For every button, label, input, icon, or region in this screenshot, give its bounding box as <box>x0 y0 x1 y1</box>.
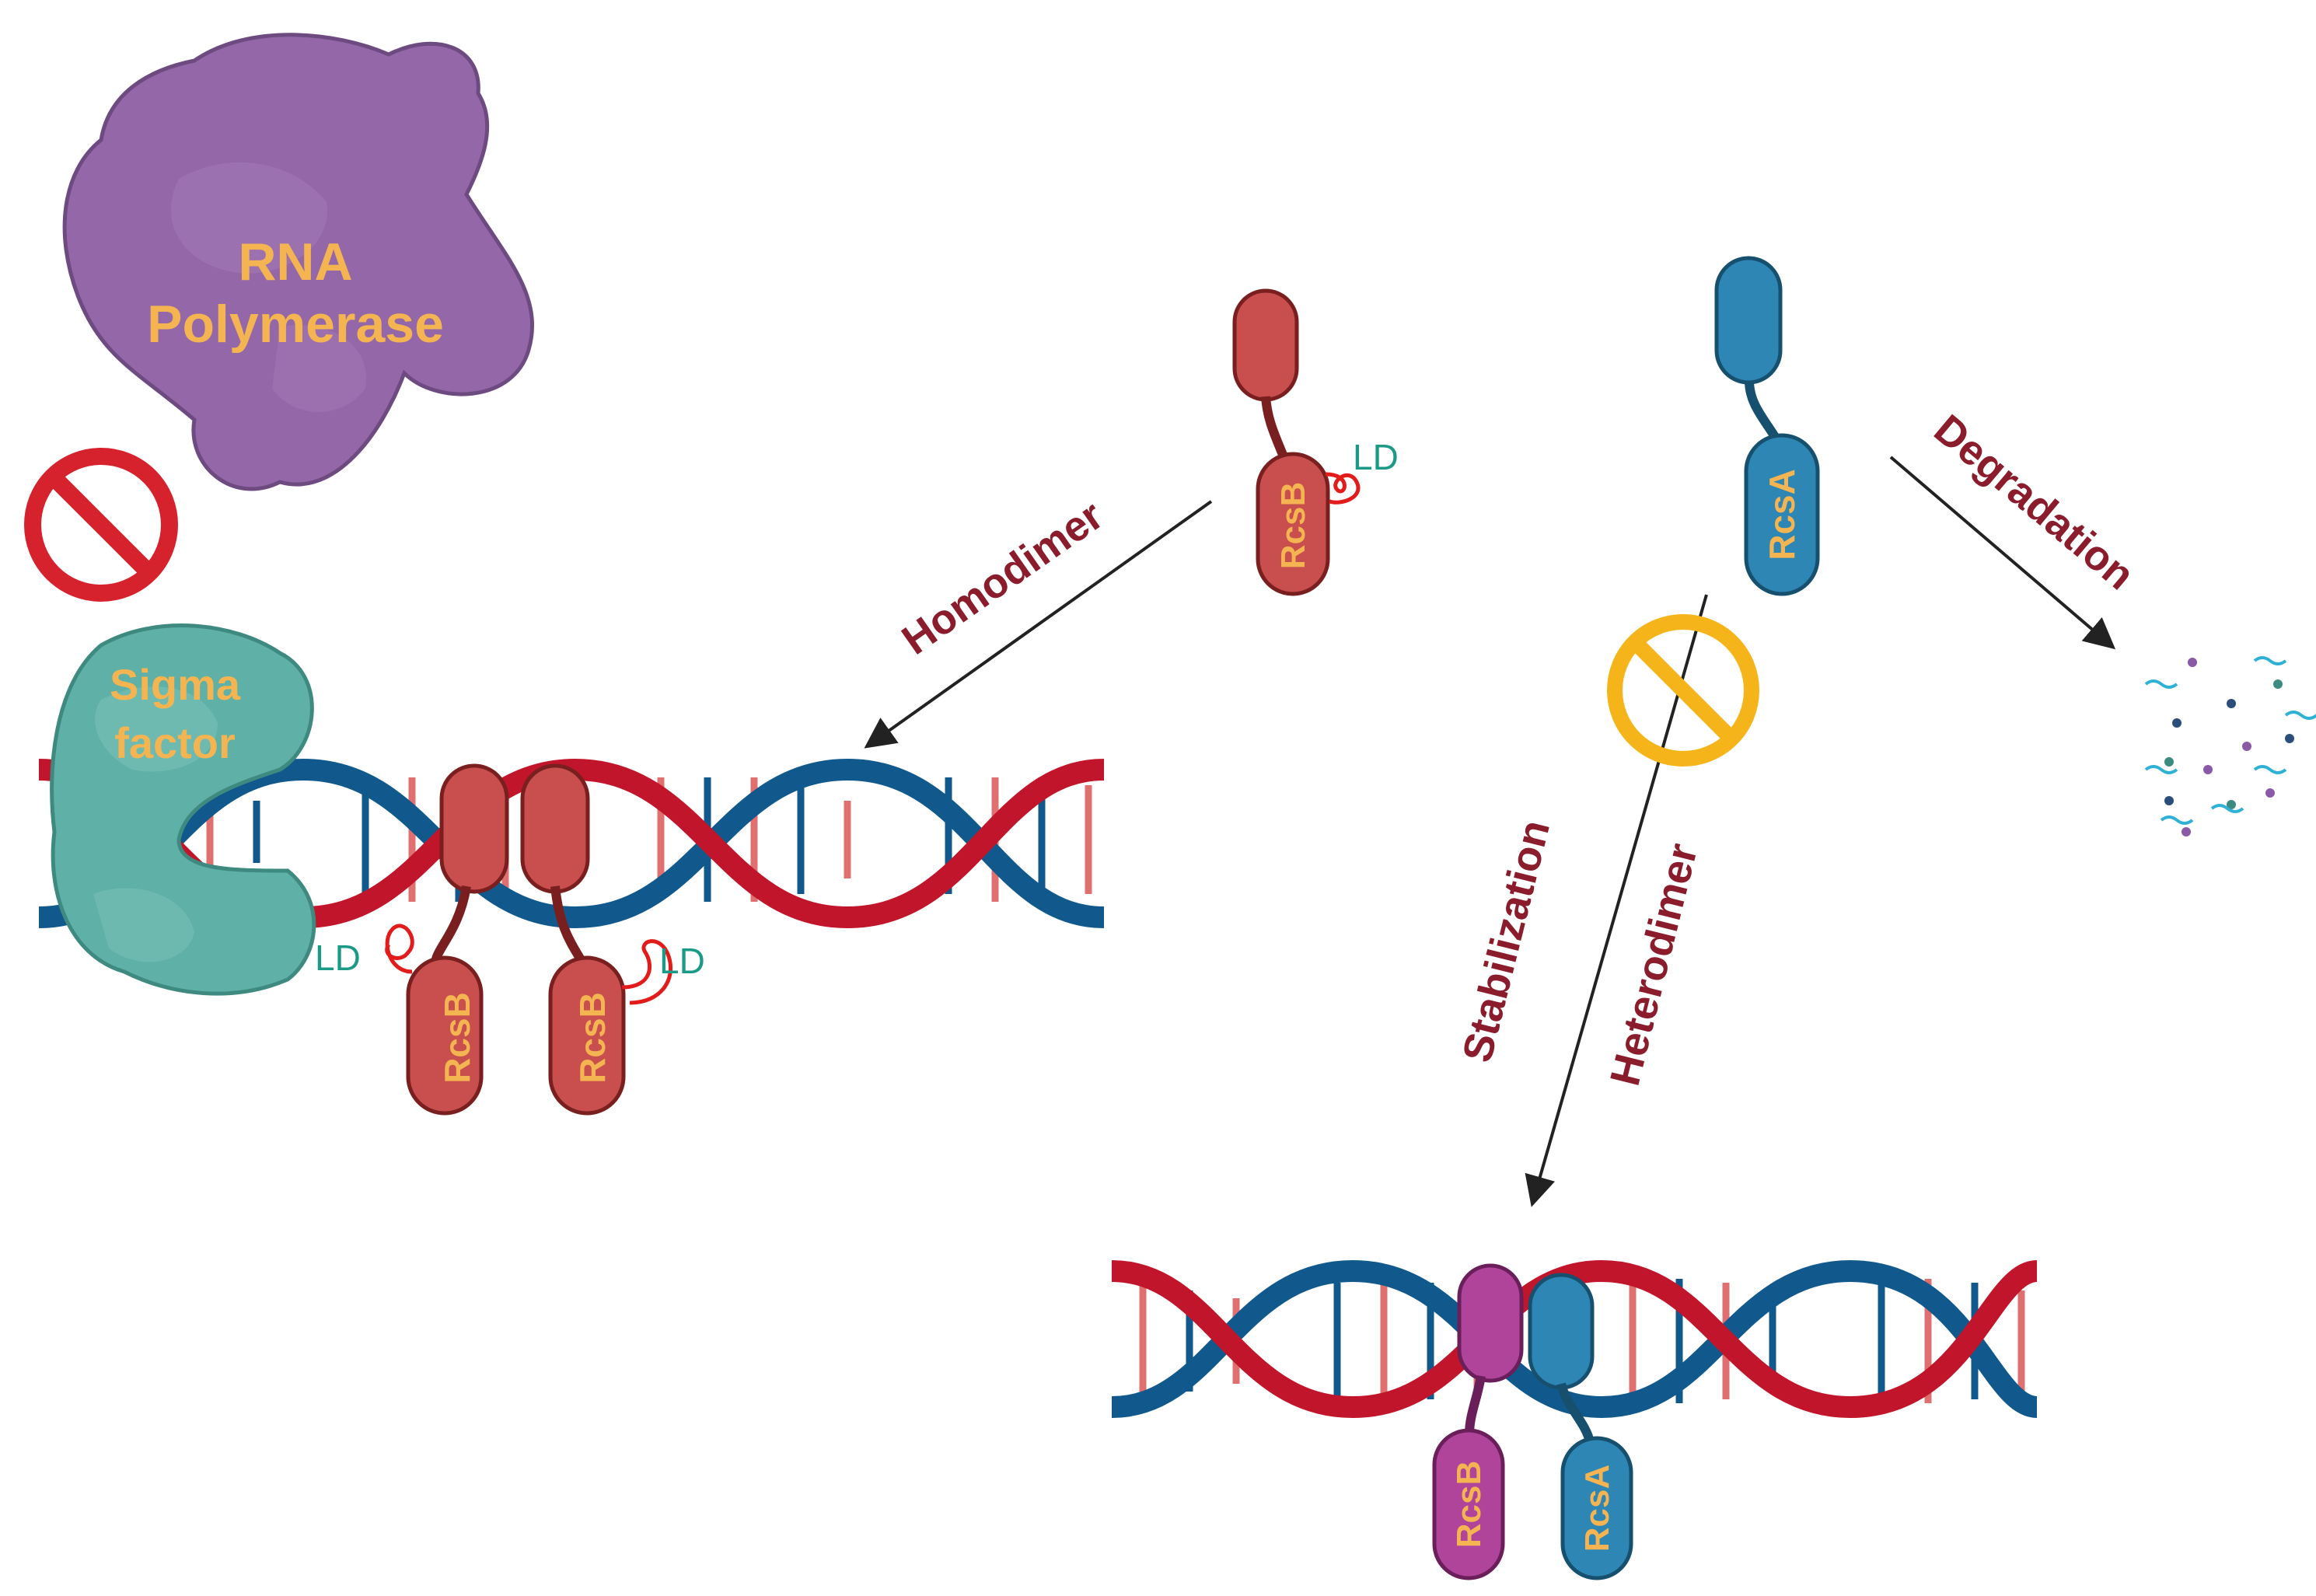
homodimer-label: Homodimer <box>894 492 1112 664</box>
rcsb-hetero-upper-domain <box>1457 1263 1524 1383</box>
rcsa-free-upper-domain <box>1714 256 1783 385</box>
rcsa-free: RcsA <box>1714 256 1820 596</box>
rcsb-free-label: RcsB <box>1274 482 1312 570</box>
rcsb-upper-domain-2 <box>520 763 590 894</box>
stabilization-label: Stabilization <box>1454 815 1559 1067</box>
rcsb-hetero-lower-domain <box>1432 1428 1505 1580</box>
rcsb-free-lower-domain <box>1256 452 1330 596</box>
rna-polymerase-label-line2: Polymerase <box>147 295 444 354</box>
heterodimer-label: Heterodimer <box>1602 839 1706 1090</box>
ld-label-free: LD <box>1353 437 1399 477</box>
sigma-factor-label-line1: Sigma <box>110 660 241 709</box>
rcsb-lower-domain-2 <box>548 955 626 1116</box>
rcsa-hetero-upper-domain <box>1528 1273 1595 1390</box>
degradation-label: Degradation <box>1926 406 2143 599</box>
degraded-fragments <box>2144 656 2316 836</box>
rcsb-label-2: RcsB <box>572 992 613 1084</box>
rcsb-upper-domain-1 <box>439 763 509 894</box>
dna-helix-right <box>1111 1259 2038 1419</box>
rcsa-free-label: RcsA <box>1762 469 1802 561</box>
rcsa-hetero-lower-domain <box>1560 1436 1633 1580</box>
rcsb-rcsa-heterodimer-bound: RcsB RcsA <box>1432 1263 1633 1580</box>
rcsb-free: RcsB LD <box>1232 288 1399 596</box>
rcsb-free-upper-domain <box>1232 288 1299 402</box>
rcsb-lower-domain-1 <box>406 955 484 1116</box>
rcsb-homodimer-bound: RcsB LD RcsB LD <box>315 763 705 1116</box>
rcsa-hetero-label: RcsA <box>1578 1465 1616 1552</box>
rcsb-hetero-label: RcsB <box>1450 1461 1488 1549</box>
sigma-factor-label-line2: factor <box>114 718 236 767</box>
ld-label-2: LD <box>659 941 705 981</box>
homodimer-arrow: Homodimer <box>864 492 1213 749</box>
rcsb-label-1: RcsB <box>437 992 477 1084</box>
rna-polymerase-blob <box>62 33 534 491</box>
inhibition-icon-yellow <box>1607 614 1759 767</box>
ld-label-1: LD <box>315 938 361 978</box>
rcsa-free-lower-domain <box>1744 433 1820 596</box>
sigma-factor: Sigma factor <box>50 623 316 996</box>
inhibition-icon-red <box>24 448 178 602</box>
rna-polymerase-label-line1: RNA <box>238 232 352 292</box>
rna-polymerase: RNA Polymerase <box>62 33 534 491</box>
degradation-arrow: Degradation <box>1889 406 2143 650</box>
